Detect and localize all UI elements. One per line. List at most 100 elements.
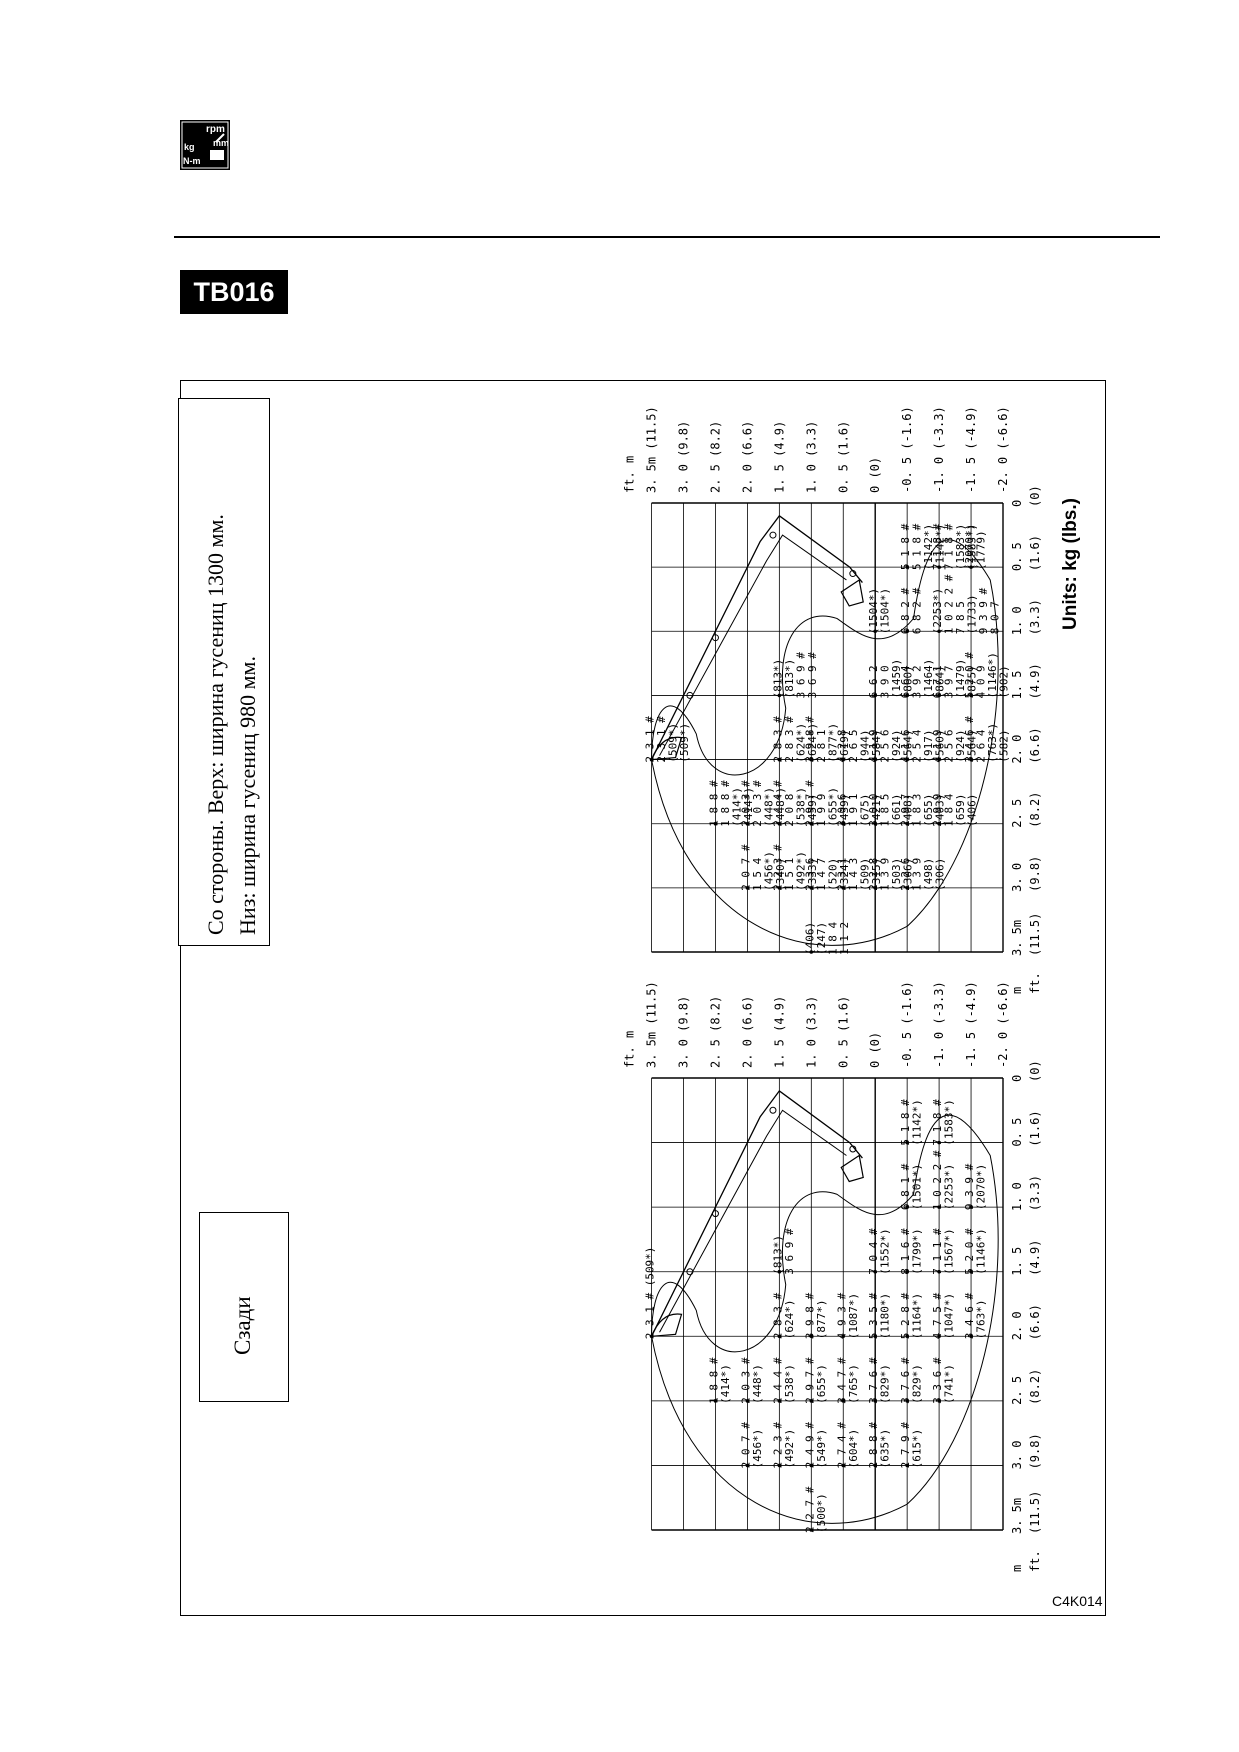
- load-value-label: (315): [870, 858, 883, 891]
- pivot-pin: [711, 1210, 719, 1218]
- height-tick-label: -0. 5 (-1.6): [900, 406, 914, 493]
- load-point-marker: [905, 693, 909, 698]
- load-value-label: (864): [934, 665, 947, 698]
- load-point-marker: [649, 757, 654, 762]
- height-tick-label: 1. 5 (4.9): [772, 421, 786, 493]
- load-value-label: (414*): [730, 787, 743, 827]
- load-value-label: (509*): [667, 723, 680, 763]
- radius-tick-label-ft: (3.3): [1028, 599, 1042, 635]
- load-value-label: 2 8 3 #: [783, 716, 796, 763]
- load-value-label: (414*): [719, 1364, 732, 1404]
- load-value-label: 2 3 1 # (509*): [644, 1247, 657, 1340]
- load-value-label: (1567*): [943, 1228, 956, 1274]
- load-value-label: 2 9 9: [931, 794, 944, 827]
- radius-tick-label-ft: (1.6): [1028, 535, 1042, 571]
- load-value-label: 4 1 9: [867, 729, 880, 762]
- load-value-label: 4 2 8: [835, 729, 848, 762]
- load-value-label: (1501*): [911, 1164, 924, 1210]
- load-value-label: 3 4 6 #: [963, 716, 976, 763]
- load-value-label: (765*): [847, 1364, 860, 1404]
- height-tick-label: 0. 5 (1.6): [836, 996, 850, 1068]
- load-value-label: (1504*): [867, 588, 880, 634]
- height-tick-label: -0. 5 (-1.6): [900, 981, 914, 1068]
- load-value-label: 2 2 3 #: [771, 844, 784, 891]
- load-value-label: (456*): [762, 851, 775, 891]
- load-value-label: 2 5 6: [943, 729, 956, 762]
- load-point-marker: [937, 821, 941, 826]
- load-point-marker: [713, 821, 718, 826]
- load-value-label: 3 6 9 #: [806, 652, 819, 699]
- load-value-label: (661): [890, 794, 903, 827]
- load-value-label: (560): [934, 729, 947, 762]
- load-point-marker: [809, 821, 814, 826]
- load-value-label: 2 2 3 #: [771, 1422, 784, 1469]
- load-point-marker: [745, 1463, 750, 1468]
- radius-tick-label-ft: (4.9): [1028, 1240, 1042, 1276]
- load-value-label: 1 8 4: [826, 922, 839, 955]
- load-value-label: (1047*): [943, 1293, 956, 1339]
- load-value-label: (403): [934, 794, 947, 827]
- load-point-marker: [969, 1334, 973, 1339]
- load-value-label: 1 0 2 2 #: [943, 574, 956, 634]
- load-value-label: (459): [806, 794, 819, 827]
- load-value-label: (2070*): [975, 1164, 988, 1210]
- load-point-marker: [873, 821, 877, 826]
- height-tick-label: -1. 0 (-3.3): [932, 981, 946, 1068]
- load-point-marker: [905, 1269, 909, 1274]
- load-value-label: (860): [902, 665, 915, 698]
- load-value-label: 1 9 1: [847, 794, 860, 827]
- pivot-pin: [849, 1145, 857, 1153]
- units-label: Units: kg (lbs.): [1060, 498, 1081, 630]
- load-value-label: 5 1 8 #: [899, 1099, 912, 1146]
- load-value-label: 2 4 4 #: [771, 780, 784, 827]
- load-point-marker: [777, 1334, 782, 1339]
- load-value-label: 2 8 1: [815, 729, 828, 762]
- load-value-label: (456*): [751, 1429, 764, 1469]
- load-value-label: 3 4 7 #: [835, 1357, 848, 1404]
- load-value-label: (1146*): [975, 1228, 988, 1274]
- height-tick-label: 0 (0): [868, 1032, 882, 1068]
- load-point-marker: [905, 565, 909, 569]
- load-value-label: 2 7 9 #: [899, 1422, 912, 1469]
- radius-tick-label-m: 0: [1010, 500, 1024, 507]
- load-value-label: 9 3 9 #: [963, 1163, 976, 1210]
- load-point-marker: [809, 950, 814, 954]
- radius-tick-label-ft: (0): [1028, 1060, 1042, 1082]
- load-value-label: 4 1 9: [931, 729, 944, 762]
- height-tick-label: 3. 5m (11.5): [645, 981, 659, 1068]
- load-value-label: 7 1 1 #: [931, 1228, 944, 1275]
- load-value-label: (439): [838, 794, 851, 827]
- load-value-label: (1552*): [879, 1228, 892, 1274]
- load-point-marker: [873, 1463, 877, 1468]
- svg-text:mm: mm: [213, 138, 229, 148]
- load-value-label: (538*): [783, 1364, 796, 1404]
- height-tick-label: 3. 5m (11.5): [645, 406, 659, 493]
- load-value-label: 9 3 9 #: [977, 588, 990, 635]
- load-value-label: (624*): [783, 1300, 796, 1340]
- load-value-label: 1 1 2: [838, 922, 851, 955]
- load-value-label: 2 3 1: [835, 858, 848, 891]
- load-value-label: 2 0 3 #: [739, 1357, 752, 1404]
- load-value-label: 7 8 5: [954, 601, 967, 634]
- load-value-label: 7 1 8 #: [931, 1099, 944, 1146]
- boom-arm-outline: [650, 1090, 863, 1337]
- load-point-marker: [937, 693, 941, 698]
- load-value-label: 3 0 6: [835, 794, 848, 827]
- load-point-marker: [841, 886, 846, 890]
- load-value-label: 2 2 8: [867, 858, 880, 891]
- load-value-label: 5 1 8 #: [899, 523, 912, 570]
- load-point-marker: [937, 1269, 941, 1274]
- radius-tick-label-m: 2. 0: [1010, 1311, 1024, 1340]
- working-range-envelope: [651, 539, 999, 946]
- bucket-outline: [650, 1313, 683, 1337]
- load-point-marker: [841, 821, 846, 826]
- radius-tick-label-m: 1. 0: [1010, 1182, 1024, 1211]
- load-value-label: (875): [966, 665, 979, 698]
- radius-tick-label-ft: (0): [1028, 485, 1042, 507]
- load-point-marker: [777, 757, 782, 762]
- radius-unit-m: m: [1010, 1565, 1024, 1572]
- load-value-label: (538*): [794, 787, 807, 827]
- radius-unit-ft: ft.: [1028, 1550, 1042, 1572]
- load-point-marker: [937, 629, 941, 634]
- load-point-marker: [937, 565, 941, 569]
